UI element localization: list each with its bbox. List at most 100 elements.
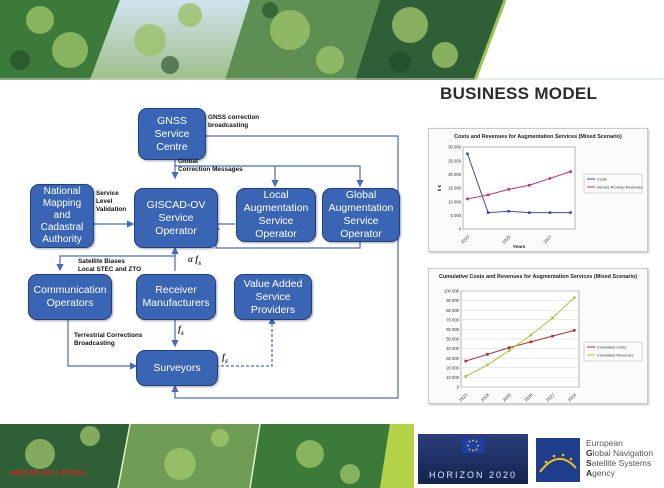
flow-label-sub: s: [225, 355, 228, 365]
chart-title: Costs and Revenues for Augmentation Serv…: [454, 134, 622, 140]
y-tick-label: 70 000: [446, 317, 459, 322]
node-label: Value Added Service Providers: [243, 277, 303, 316]
banner-panel: [380, 424, 414, 488]
data-point: [466, 197, 469, 201]
label-fs-receiver: fs: [178, 324, 184, 337]
flow-label-text: f: [222, 352, 225, 362]
banner-panel: [90, 0, 250, 80]
data-point: [486, 363, 489, 367]
x-tick-label: 2025: [502, 392, 513, 403]
node-national-mapping: National Mapping and Cadastral Authority: [30, 184, 94, 248]
legend-box: [583, 173, 643, 194]
data-point: [486, 353, 489, 356]
data-point: [548, 177, 552, 180]
flow-label-text: α f: [188, 254, 199, 264]
data-point: [569, 211, 572, 214]
data-point: [507, 346, 511, 349]
data-point: [551, 316, 554, 320]
gsa-line: European: [586, 438, 653, 448]
gsa-line: Global Navigation: [586, 448, 653, 458]
x-tick-label: 2023: [460, 234, 471, 245]
y-tick-label: 0: [457, 385, 460, 390]
node-label: Global Augmentation Service Operator: [328, 189, 394, 240]
legend-label: Service Provider Revenues: [597, 186, 643, 190]
eu-flag-icon: [462, 438, 484, 453]
gsa-line-text: European: [586, 438, 623, 448]
chart-costs-revenues: Costs and Revenues for Augmentation Serv…: [428, 128, 648, 252]
data-point: [507, 209, 510, 213]
node-communication-operators: Communication Operators: [28, 274, 112, 320]
x-tick-label: 2027: [542, 234, 553, 245]
y-tick-label: 20 000: [446, 365, 459, 370]
node-label: Local Augmentation Service Operator: [243, 189, 309, 240]
label-terrestrial-corrections: Terrestrial Corrections Broadcasting: [74, 332, 143, 347]
data-point: [529, 340, 533, 344]
y-tick-label: 10 000: [446, 375, 459, 380]
node-local-augmentation: Local Augmentation Service Operator: [236, 188, 316, 242]
legend-label: Cumulated Revenues: [597, 354, 634, 358]
gsa-line-text: lobal Navigation: [592, 448, 654, 458]
x-tick-label: 2026: [523, 392, 534, 403]
arrow-gnss-broadcast: [171, 135, 399, 399]
y-tick-label: 60 000: [446, 327, 459, 332]
project-code: GISCAD-OV # 870231: [10, 468, 86, 477]
gsa-line: Satellite Systems: [586, 458, 653, 468]
chart-cumulative: Cumulative Costs and Revenues for Augmen…: [428, 268, 648, 404]
x-axis-label: Years: [513, 244, 526, 250]
chart-cumulative-svg: Cumulative Costs and Revenues for Augmen…: [439, 274, 643, 403]
chart-costs-revenues-svg: Costs and Revenues for Augmentation Serv…: [437, 134, 643, 250]
business-model-diagram: GNSS Service Centre National Mapping and…: [0, 96, 420, 416]
label-global-corrections: Global Correction Messages: [178, 158, 243, 173]
node-value-added-providers: Value Added Service Providers: [234, 274, 312, 320]
gsa-line-text: gency: [592, 468, 615, 478]
y-axis-label: k €: [437, 184, 442, 191]
y-tick-label: 10 000: [448, 199, 461, 204]
gsa-line-text: atellite Systems: [591, 458, 652, 468]
series-line: [465, 297, 575, 377]
diagram-connectors: [56, 135, 399, 399]
label-alpha-fs: α fs: [188, 254, 201, 267]
data-point: [528, 211, 531, 214]
data-point: [464, 359, 468, 363]
chart-title: Cumulative Costs and Revenues for Augmen…: [439, 274, 637, 280]
y-tick-label: 0: [459, 227, 462, 232]
node-label: Communication Operators: [33, 284, 107, 309]
data-point: [528, 183, 531, 187]
node-label: GISCAD-OV Service Operator: [146, 198, 206, 237]
node-label: Surveyors: [153, 361, 201, 374]
y-tick-label: 25 000: [448, 158, 461, 163]
data-point: [466, 152, 469, 156]
node-global-augmentation: Global Augmentation Service Operator: [322, 188, 400, 242]
label-service-level-validation: Service Level Validation: [96, 190, 127, 213]
flow-label-text: f: [178, 324, 181, 334]
flow-label-sub: s: [198, 257, 202, 267]
data-point: [551, 334, 554, 338]
node-label: National Mapping and Cadastral Authority: [40, 186, 84, 245]
flow-label-sub: s: [181, 327, 184, 337]
data-point: [572, 296, 576, 300]
node-receiver-manufacturers: Receiver Manufacturers: [136, 274, 216, 320]
label-gnss-broadcasting: GNSS correction broadcasting: [208, 114, 260, 129]
gsa-logo-icon: [536, 438, 580, 482]
node-gnss-service-centre: GNSS Service Centre: [138, 108, 206, 160]
top-banner: [0, 0, 664, 80]
gsa-initial: A: [586, 468, 593, 478]
data-point: [507, 188, 510, 191]
data-point: [507, 349, 511, 352]
horizon-2020-text: HORIZON 2020: [428, 470, 518, 480]
arrow-comm-surveyors: [67, 318, 138, 370]
series-line: [465, 329, 575, 362]
y-tick-label: 40 000: [446, 346, 459, 351]
data-point: [486, 193, 490, 197]
gsa-initial: G: [586, 448, 593, 458]
y-tick-label: 100 000: [444, 289, 460, 294]
legend-label: Costs: [597, 178, 607, 182]
label-satellite-biases: Satellite Biases Local STEC and ZTO: [78, 258, 142, 273]
y-tick-label: 30 000: [446, 356, 459, 361]
slide-title: BUSINESS MODEL: [440, 84, 598, 103]
arrow-corrections-global: [275, 165, 364, 188]
legend-box: [583, 341, 643, 362]
banner-panel: [0, 424, 130, 488]
node-label: GNSS Service Centre: [154, 114, 190, 153]
data-point: [572, 329, 576, 332]
